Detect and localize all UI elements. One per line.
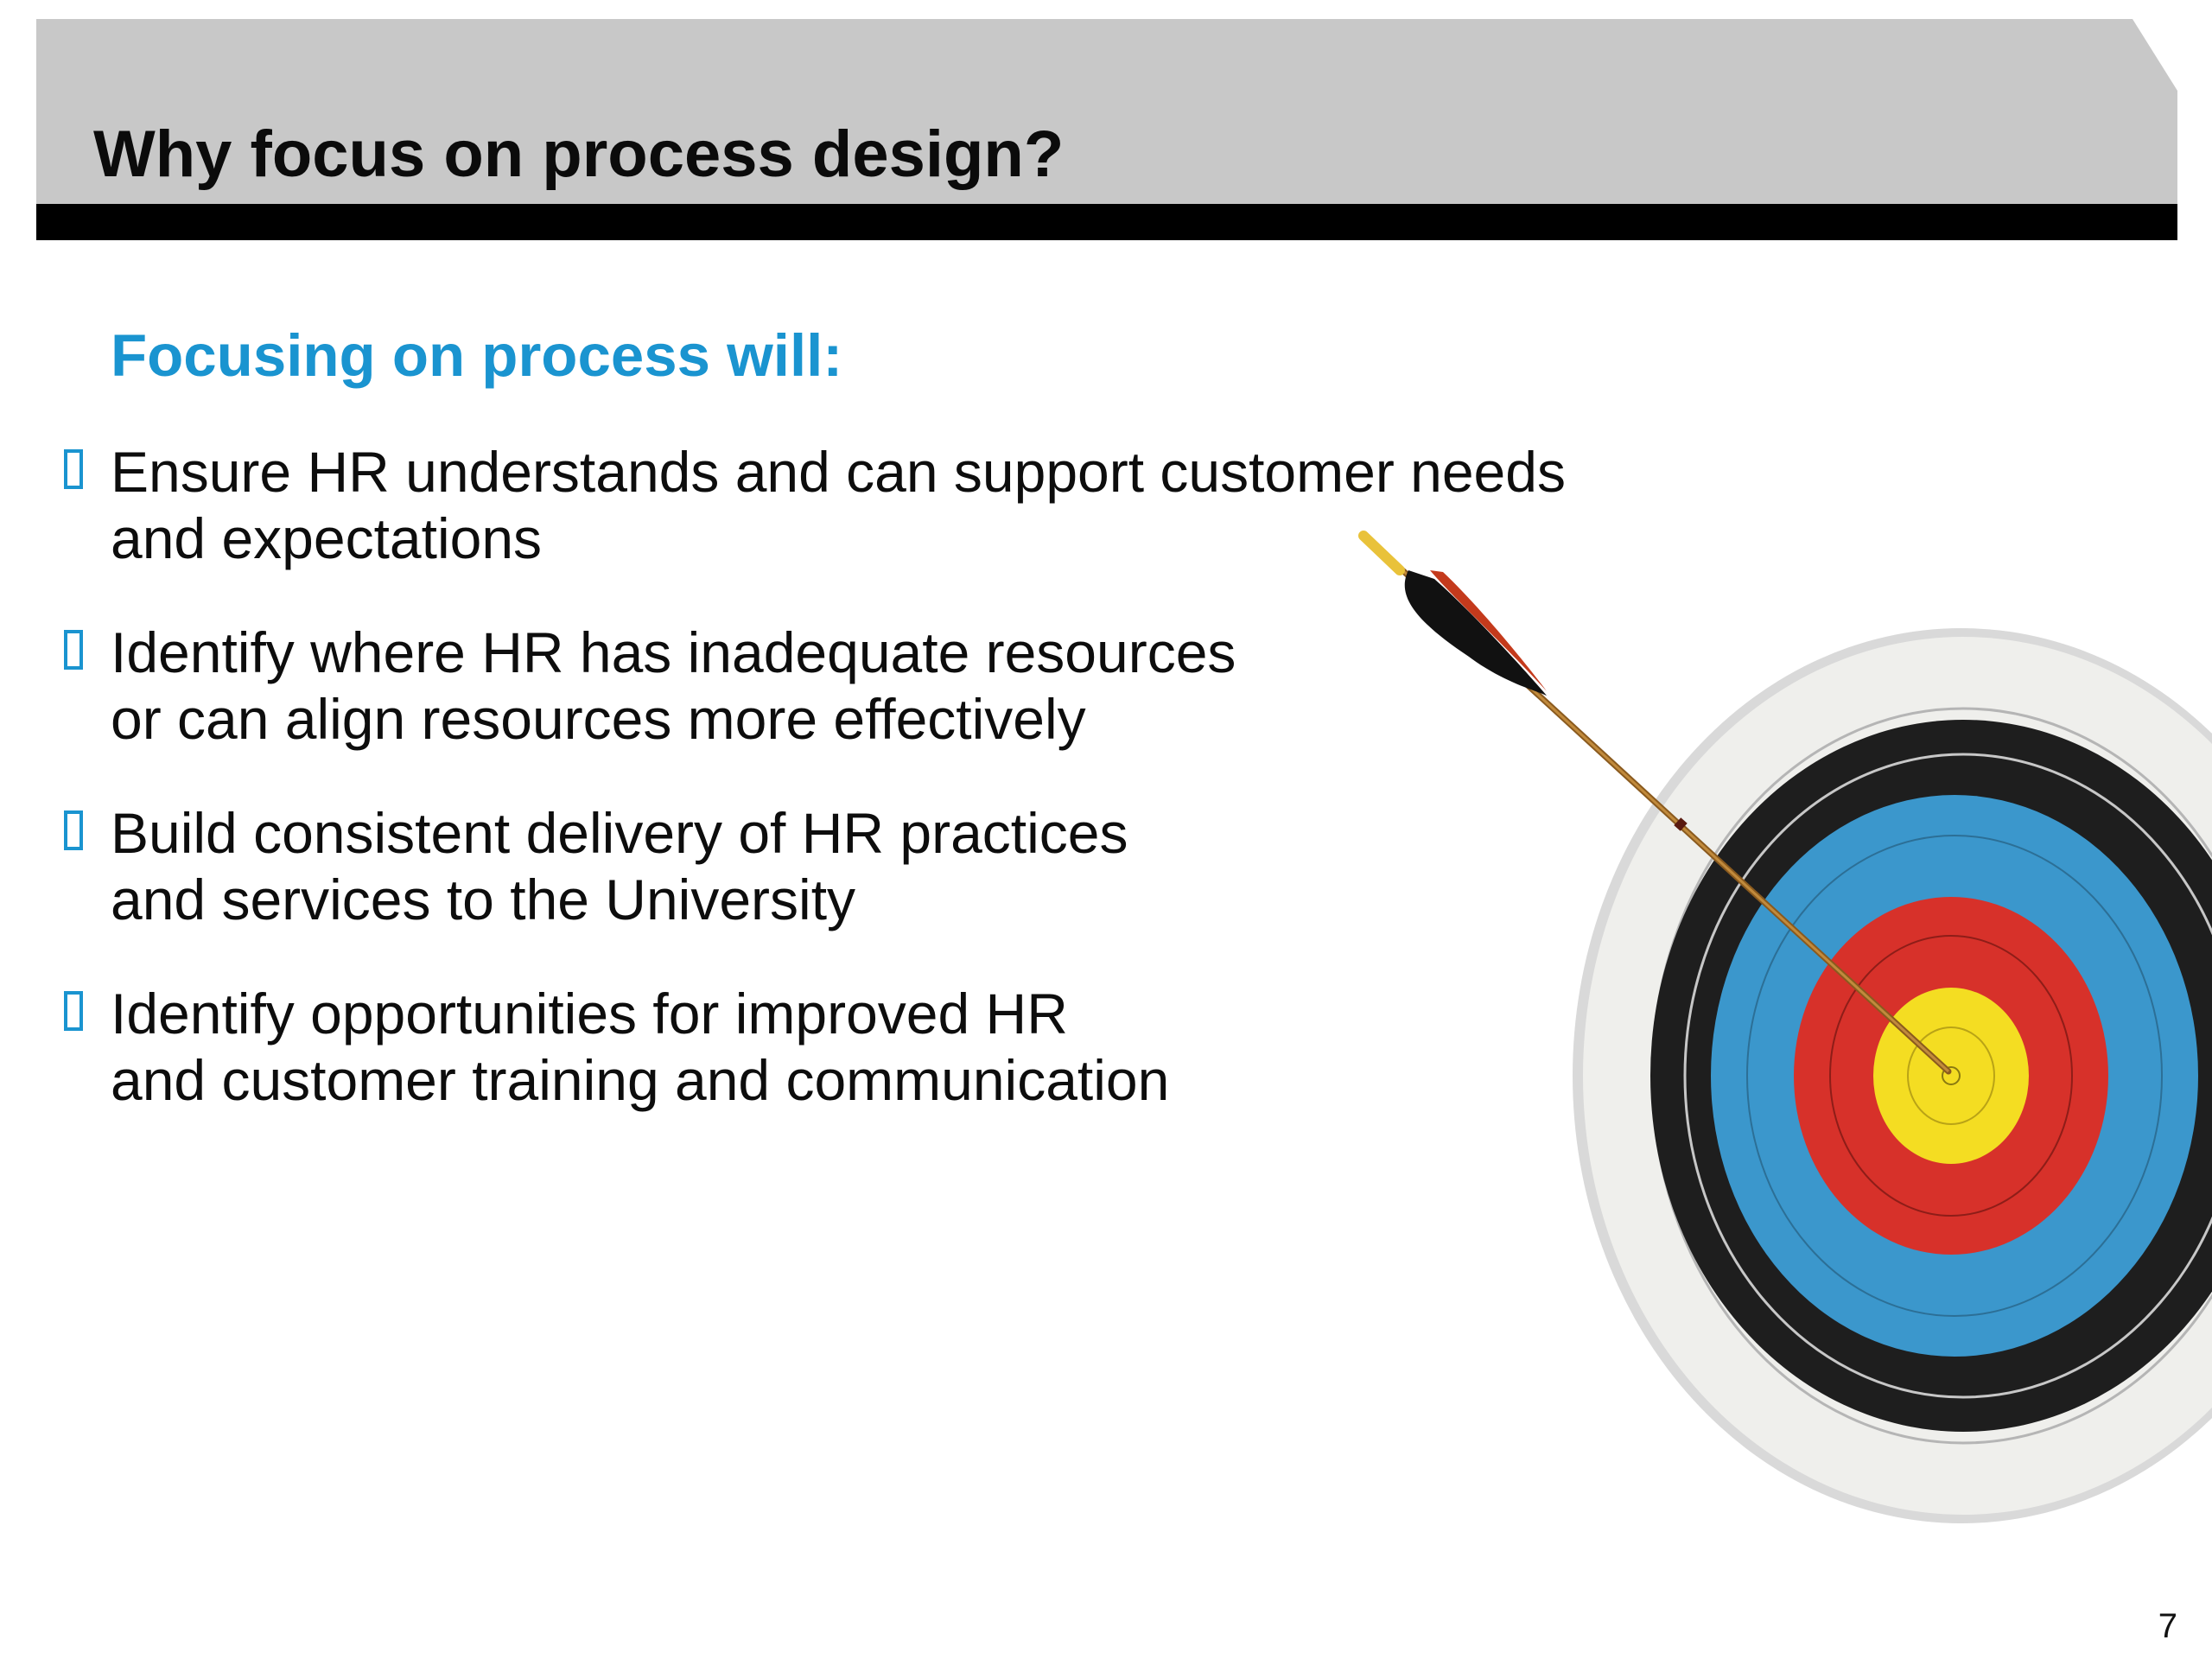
bullet-line: and expectations bbox=[111, 506, 543, 570]
target-face bbox=[1573, 628, 2212, 1523]
bullet-text: Ensure HR understands and can support cu… bbox=[111, 439, 1566, 572]
bullet-text: Build consistent delivery of HR practice… bbox=[111, 800, 1128, 933]
bullet-line: and services to the University bbox=[111, 868, 856, 931]
bullet-line: Ensure HR understands and can support cu… bbox=[111, 440, 1566, 504]
bullet-line: or can align resources more effectively bbox=[111, 687, 1086, 751]
bullet-line: Build consistent delivery of HR practice… bbox=[111, 801, 1128, 865]
subheading: Focusing on process will: bbox=[111, 322, 843, 389]
header-gray-band bbox=[36, 19, 2177, 207]
header-black-bar bbox=[36, 204, 2177, 240]
bullet-line: Identify where HR has inadequate resourc… bbox=[111, 620, 1236, 684]
square-bullet-icon bbox=[64, 810, 83, 850]
page-number: 7 bbox=[2158, 1607, 2177, 1645]
header-band bbox=[36, 19, 2177, 240]
arrow bbox=[1358, 531, 1952, 1075]
square-bullet-icon bbox=[64, 991, 83, 1031]
bullet-text: Identify where HR has inadequate resourc… bbox=[111, 620, 1236, 753]
archery-target-image bbox=[1358, 531, 2212, 1523]
bullet-line: and customer training and communication bbox=[111, 1048, 1170, 1112]
square-bullet-icon bbox=[64, 630, 83, 670]
square-bullet-icon bbox=[64, 449, 83, 489]
bullet-text: Identify opportunities for improved HR a… bbox=[111, 981, 1169, 1114]
slide-title: Why focus on process design? bbox=[93, 118, 1065, 191]
bullet-line: Identify opportunities for improved HR bbox=[111, 982, 1068, 1046]
